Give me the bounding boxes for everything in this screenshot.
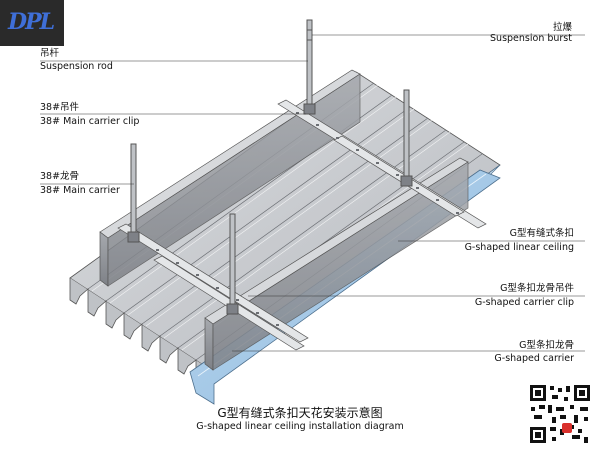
company-logo: DPL <box>0 0 64 46</box>
label-carrier-en: G-shaped carrier <box>494 353 574 364</box>
label-main-carrier-clip: 38#吊件 38# Main carrier clip <box>40 102 139 127</box>
rod-3 <box>127 143 140 243</box>
suspension-rods <box>127 19 413 315</box>
rod-2 <box>400 89 413 187</box>
qr-code <box>528 383 592 445</box>
caption-zh: G型有缝式条扣天花安装示意图 <box>217 406 383 420</box>
label-main-carrier-zh: 38#龙骨 <box>40 171 80 182</box>
label-suspension-burst: 拉爆 Suspension burst <box>490 22 572 44</box>
label-suspension-burst-en: Suspension burst <box>490 33 572 44</box>
main-carriers <box>99 69 469 371</box>
rod-1 <box>303 19 316 115</box>
label-main-carrier-clip-zh: 38#吊件 <box>40 102 80 113</box>
label-linear-ceiling-en: G-shaped linear ceiling <box>464 242 574 253</box>
label-linear-ceiling: G型有缝式条扣 G-shaped linear ceiling <box>465 228 574 253</box>
label-linear-ceiling-zh: G型有缝式条扣 <box>509 228 574 239</box>
label-carrier: G型条扣龙骨 G-shaped carrier <box>494 340 574 364</box>
label-main-carrier-clip-en: 38# Main carrier clip <box>40 116 140 127</box>
label-main-carrier: 38#龙骨 38# Main carrier <box>40 171 120 196</box>
label-main-carrier-en: 38# Main carrier <box>40 185 120 196</box>
label-carrier-zh: G型条扣龙骨 <box>519 340 574 351</box>
linear-ceiling-panels <box>69 71 501 387</box>
label-carrier-clip: G型条扣龙骨吊件 G-shaped carrier clip <box>475 283 574 308</box>
label-carrier-clip-zh: G型条扣龙骨吊件 <box>500 283 574 294</box>
g-shaped-carriers <box>117 99 487 351</box>
label-carrier-clip-en: G-shaped carrier clip <box>474 297 574 308</box>
label-suspension-rod-zh: 吊杆 <box>40 48 60 59</box>
caption-en: G-shaped linear ceiling installation dia… <box>196 421 404 432</box>
label-suspension-burst-zh: 拉爆 <box>552 22 572 33</box>
label-suspension-rod-en: Suspension rod <box>40 61 113 72</box>
rod-4 <box>226 213 239 315</box>
leader-lines <box>40 34 585 352</box>
label-suspension-rod: 吊杆 Suspension rod <box>40 48 113 72</box>
logo-text: DPL <box>8 9 55 35</box>
